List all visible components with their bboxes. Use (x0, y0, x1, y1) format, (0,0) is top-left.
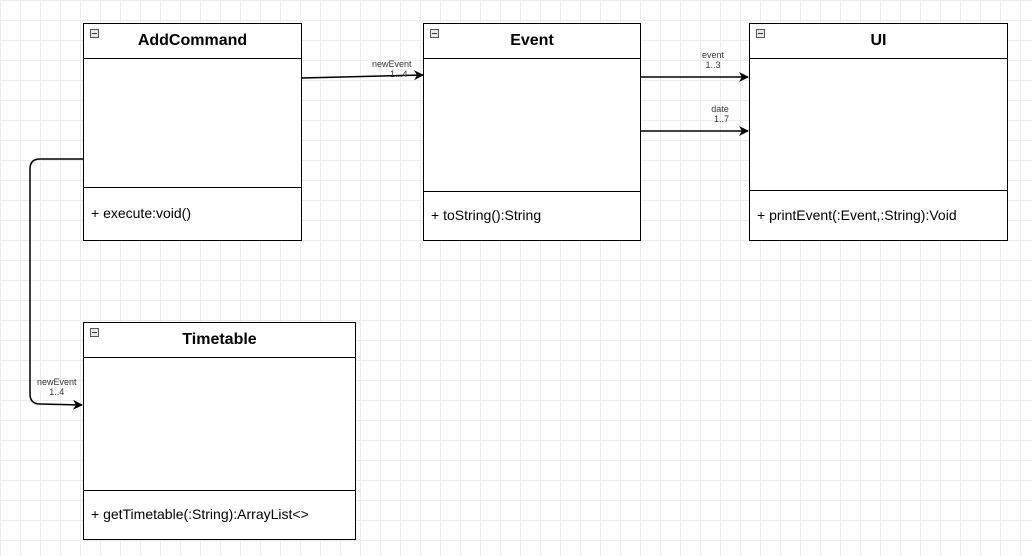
edge-multiplicity-label: 1..4 (49, 387, 65, 397)
attributes-section[interactable] (424, 59, 640, 192)
edge-label-addcommand-timetable: newEvent 1..4 (37, 377, 77, 397)
edge-multiplicity-label: 1..3 (705, 60, 721, 70)
edge-multiplicity-label: 1..7 (714, 114, 730, 124)
class-name: Event (510, 32, 554, 49)
collapse-icon[interactable] (90, 328, 99, 337)
attributes-section[interactable] (84, 59, 301, 188)
class-ui[interactable]: UI + printEvent(:Event,:String):Void (749, 23, 1008, 241)
class-header[interactable]: Timetable (84, 323, 355, 358)
collapse-icon[interactable] (756, 29, 765, 38)
method-label: + toString():String (431, 207, 542, 223)
class-header[interactable]: Event (424, 24, 640, 59)
method-label: + printEvent(:Event,:String):Void (757, 206, 957, 223)
method-label: + execute:void() (91, 205, 191, 221)
class-name: UI (870, 32, 887, 49)
edge-role-label: newEvent (372, 59, 412, 69)
edge-label-event-ui-date: date 1..7 (711, 104, 729, 124)
edge-role-label: newEvent (37, 377, 77, 387)
methods-section[interactable]: + printEvent(:Event,:String):Void (750, 191, 1007, 238)
method-label: + getTimetable(:String):ArrayList<> (91, 506, 309, 522)
class-name: AddCommand (137, 32, 248, 49)
edge-label-addcommand-event: newEvent 1...4 (372, 59, 412, 79)
class-event[interactable]: Event + toString():String (423, 23, 641, 241)
collapse-icon[interactable] (430, 29, 439, 38)
methods-section[interactable]: + getTimetable(:String):ArrayList<> (84, 491, 355, 537)
class-addcommand[interactable]: AddCommand + execute:void() (83, 23, 302, 241)
class-timetable[interactable]: Timetable + getTimetable(:String):ArrayL… (83, 322, 356, 540)
edge-role-label: date (711, 104, 729, 114)
edge-addcommand-timetable (29, 158, 84, 410)
edge-role-label: event (702, 50, 725, 60)
edge-addcommand-event (301, 70, 424, 81)
edge-label-event-ui-event: event 1..3 (702, 50, 724, 70)
edge-multiplicity-label: 1...4 (390, 69, 408, 79)
class-name: Timetable (182, 331, 257, 348)
collapse-icon[interactable] (90, 29, 99, 38)
attributes-section[interactable] (84, 358, 355, 491)
class-header[interactable]: UI (750, 24, 1007, 59)
methods-section[interactable]: + execute:void() (84, 188, 301, 238)
attributes-section[interactable] (750, 59, 1007, 191)
methods-section[interactable]: + toString():String (424, 192, 640, 238)
class-header[interactable]: AddCommand (84, 24, 301, 59)
